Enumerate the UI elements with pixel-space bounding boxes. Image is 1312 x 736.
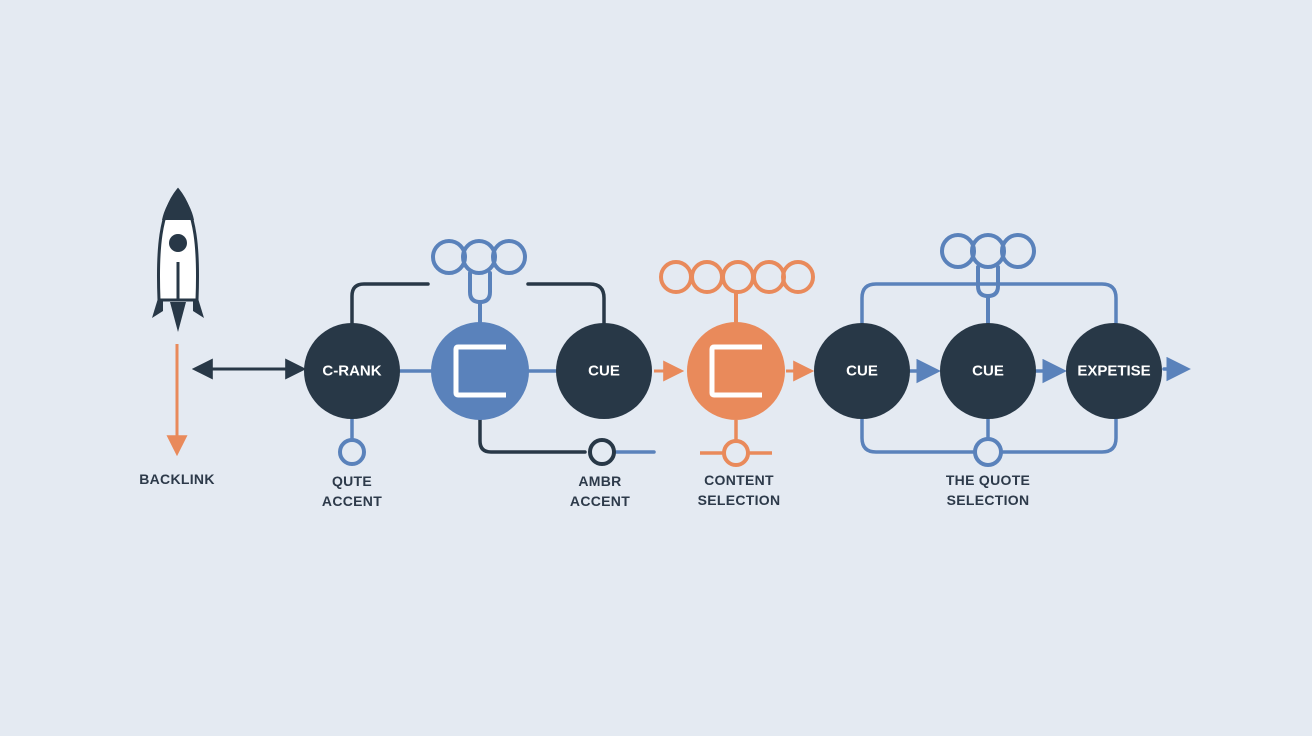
- caption-ambr: AMBR: [578, 473, 621, 489]
- port-content-selection: [722, 439, 750, 467]
- c-bracket-icon: [709, 344, 762, 398]
- node-c-rank[interactable]: C-RANK: [304, 323, 400, 419]
- chain-rings-icon: [940, 233, 1036, 324]
- node-cue-1[interactable]: CUE: [556, 323, 652, 419]
- chain-rings-icon: [431, 239, 527, 324]
- caption-accent-2: ACCENT: [570, 493, 630, 509]
- node-cue-3-label: CUE: [972, 363, 1004, 380]
- rocket-icon: [152, 187, 204, 332]
- caption-backlink: BACKLINK: [139, 471, 215, 487]
- c-bracket-icon: [453, 344, 506, 398]
- caption-selection-2: SELECTION: [947, 492, 1030, 508]
- caption-the-quote: THE QUOTE: [946, 472, 1030, 488]
- node-orange-bracket[interactable]: [687, 322, 785, 420]
- caption-selection-1: SELECTION: [698, 492, 781, 508]
- port-ambr-accent: [588, 438, 616, 466]
- node-cue-2-label: CUE: [846, 363, 878, 380]
- node-c-rank-label: C-RANK: [322, 363, 381, 380]
- connectors-group-1: [350, 282, 656, 454]
- node-cue-2[interactable]: CUE: [814, 323, 910, 419]
- port-qute-accent: [338, 438, 366, 466]
- caption-accent-1: ACCENT: [322, 493, 382, 509]
- caption-content: CONTENT: [704, 472, 774, 488]
- chain-rings-icon: [659, 260, 815, 324]
- caption-qute: QUTE: [332, 473, 372, 489]
- node-expertise-label: EXPETISE: [1077, 363, 1150, 380]
- node-cue-1-label: CUE: [588, 363, 620, 380]
- node-cue-3[interactable]: CUE: [940, 323, 1036, 419]
- node-expertise[interactable]: EXPETISE: [1066, 323, 1162, 419]
- node-blue-bracket[interactable]: [431, 322, 529, 420]
- port-quote-selection: [973, 437, 1003, 467]
